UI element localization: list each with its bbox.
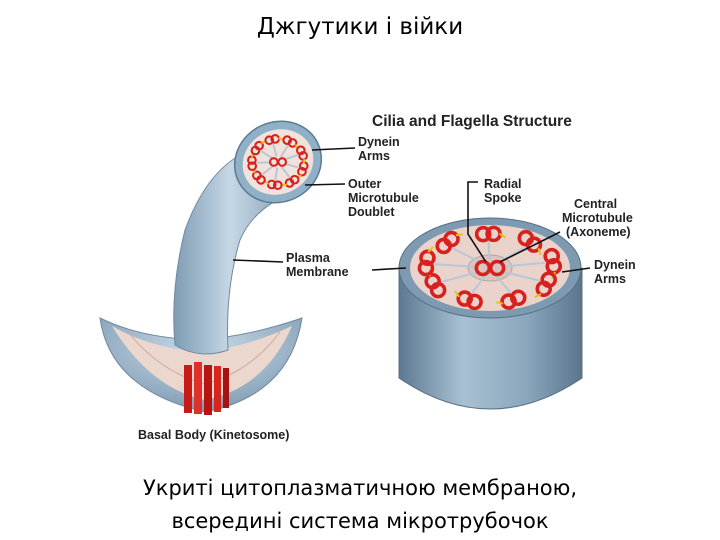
svg-text:Microtubule: Microtubule [562,211,633,225]
dynein-arm [455,233,464,237]
radial-spoke [280,145,289,158]
cilia-flagella-diagram: Cilia and Flagella Structure Dynein Arms [99,113,636,442]
label-dynein-arms-right: Dynein Arms [561,258,636,286]
radial-spoke [441,271,477,283]
radial-spoke [283,162,299,169]
radial-spoke [503,271,540,282]
microtubule-a [474,225,492,243]
dynein-arm [302,158,306,164]
radial-spoke [261,165,274,176]
svg-text:Dynein: Dynein [594,258,636,272]
radial-spoke [434,263,475,268]
radial-spoke [505,261,546,268]
radial-spoke [452,247,480,263]
svg-text:Spoke: Spoke [484,191,522,205]
svg-text:Doublet: Doublet [348,205,395,219]
svg-text:Central: Central [574,197,617,211]
microtubule-b [419,249,436,267]
dynein-arm [454,290,460,298]
microtubule-b [287,138,298,148]
slide-title: Джгутики і війки [256,14,464,40]
label-basal-body: Basal Body (Kinetosome) [138,428,289,442]
radial-spoke [495,275,512,294]
svg-text:(Axoneme): (Axoneme) [566,225,631,239]
svg-text:Arms: Arms [358,149,390,163]
microtubule-b [284,178,295,188]
microtubule-b [456,290,474,307]
radial-spoke [283,153,299,161]
radial-spoke [471,275,486,294]
microtubule-b [500,293,517,310]
radial-spoke [272,143,278,157]
svg-text:Radial: Radial [484,177,522,191]
slide-caption: Укриті цитоплазматичною мембраною, всере… [0,472,720,538]
axoneme-cylinder [398,217,583,410]
microtubule-b [443,230,460,248]
radial-spoke [487,241,491,260]
caption-line-2: всередині система мікротрубочок [171,509,549,533]
axoneme-doublets [417,225,563,311]
dynein-arm [534,293,542,299]
svg-text:Membrane: Membrane [286,265,349,279]
svg-text:Plasma: Plasma [286,251,331,265]
microtubule-a [247,161,258,172]
flagellum-tube [173,154,302,355]
microtubule-b [424,273,441,290]
label-dynein-arms-left: Dynein Arms [311,135,400,163]
label-radial-spoke: Radial Spoke [467,177,522,263]
radial-spoke [280,166,291,179]
microtubule-b [254,140,264,151]
radial-spoke [260,150,274,160]
svg-text:Dynein: Dynein [358,135,400,149]
dynein-arm [427,246,434,253]
dynein-arm [260,140,266,144]
flagellum-doublets [247,134,309,191]
microtubule-a [264,135,275,146]
label-plasma-membrane: Plasma Membrane [232,251,407,279]
microtubule-b [298,151,308,161]
svg-text:Arms: Arms [594,272,626,286]
svg-text:Outer: Outer [348,177,381,191]
caption-line-1: Укриті цитоплазматичною мембраною, [142,476,578,500]
dynein-arm [264,180,269,185]
label-central-microtubule: Central Microtubule (Axoneme) [499,197,633,263]
svg-text:Microtubule: Microtubule [348,191,419,205]
microtubule-a [543,247,560,265]
radial-spoke [274,167,279,181]
microtubule-b [252,170,262,181]
basal-body [184,362,229,415]
dynein-arm [537,247,542,256]
central-microtubule [277,157,288,167]
dynein-arm [498,232,506,239]
label-outer-microtubule-doublet: Outer Microtubule Doublet [304,177,419,219]
dynein-arm [278,137,283,141]
microtubule-b [525,236,543,253]
microtubule-a [272,180,283,191]
microtubule-a [417,259,435,277]
microtubule-b [535,280,553,298]
central-microtubule [488,259,506,277]
microtubule-b [297,166,307,177]
dynein-arm [496,301,504,305]
figure-title: Cilia and Flagella Structure [372,113,572,130]
